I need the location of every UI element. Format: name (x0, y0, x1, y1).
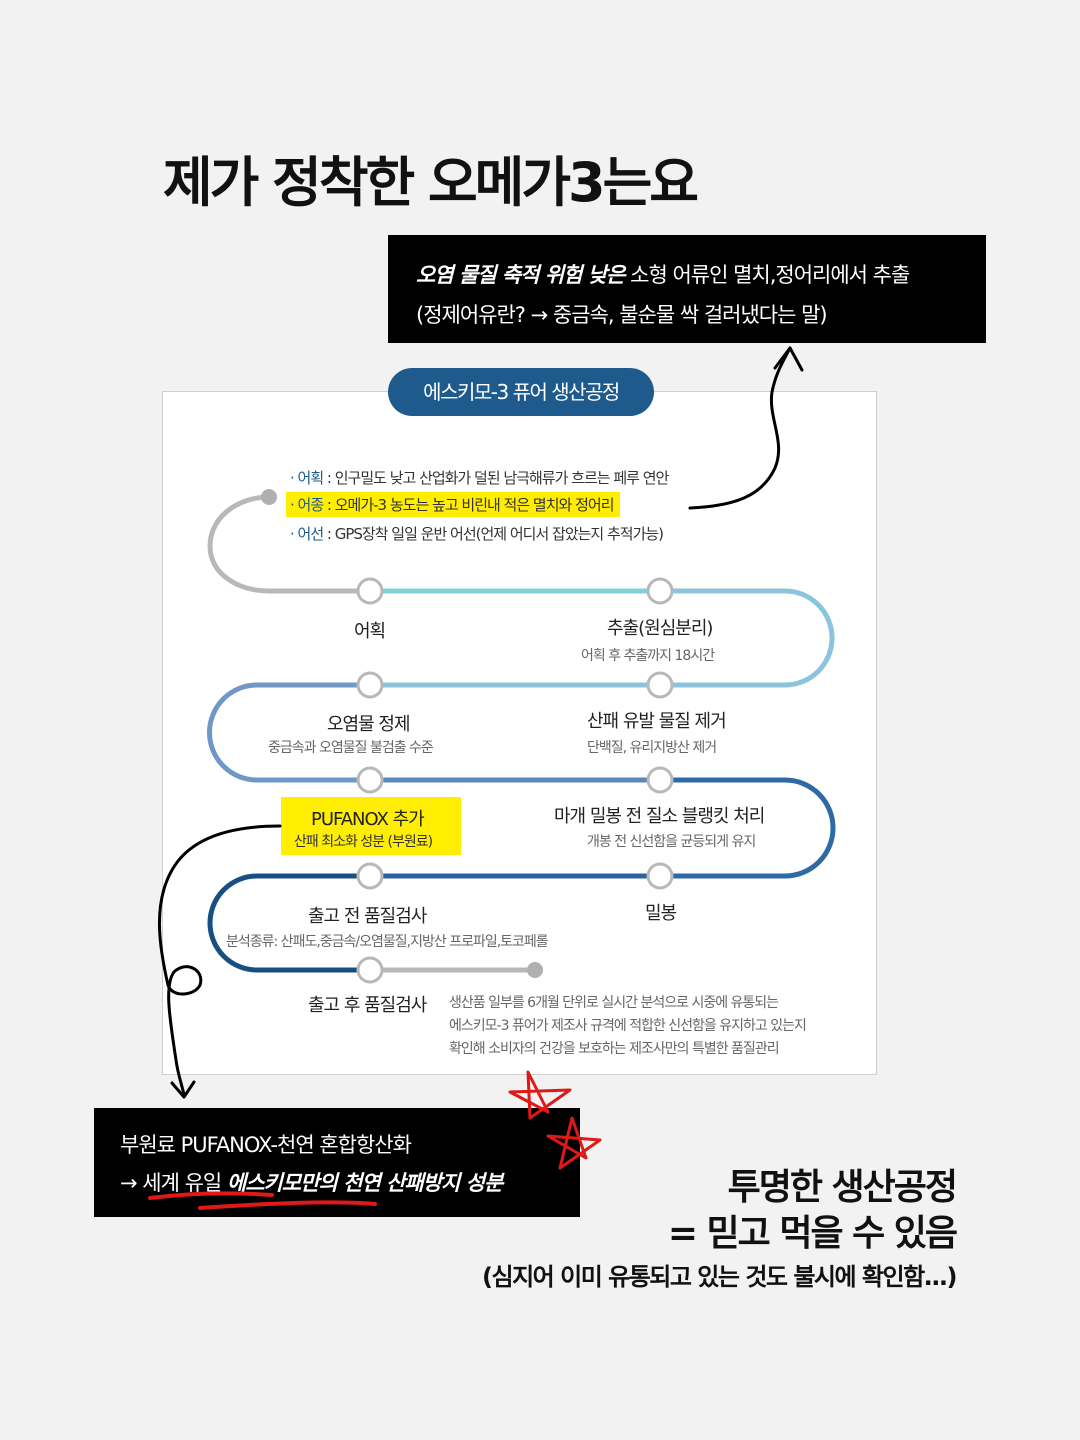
top-callout-line2: (정제어유란? → 중금속, 불순물 싹 걸러냈다는 말) (416, 303, 828, 327)
top-callout-line1: 오염 물질 축적 위험 낮은 소형 어류인 멸치,정어리에서 추출 (416, 255, 986, 295)
info-catch-key: · 어획 (290, 469, 324, 487)
step-purify-label: 오염물 정제 (327, 714, 411, 735)
top-callout-emphasis: 오염 물질 축적 위험 낮은 (416, 263, 625, 287)
pufanox-highlight (281, 797, 461, 855)
step-nitrogen-sub: 개봉 전 신선함을 균등되게 유지 (587, 834, 756, 850)
bottom-callout-line1: 부원료 PUFANOX-천연 혼합항산화 (120, 1133, 412, 1157)
top-callout-rest: 소형 어류인 멸치,정어리에서 추출 (624, 263, 910, 287)
post-qc-desc-line2: 에스키모-3 퓨어가 제조사 규격에 적합한 신선함을 유지하고 있는지 (449, 1018, 807, 1034)
top-callout-box: 오염 물질 축적 위험 낮은 소형 어류인 멸치,정어리에서 추출 (정제어유란… (388, 235, 986, 343)
track-right-curve-2 (660, 777, 836, 879)
bottom-callout-prefix: → 세계 유일 (120, 1171, 227, 1195)
info-catch: · 어획 : 인구밀도 낮고 산업화가 덜된 남극해류가 흐르는 페루 연안 (290, 467, 669, 488)
post-qc-desc-line3: 확인해 소비자의 건강을 보호하는 제조사만의 특별한 품질관리 (449, 1041, 780, 1057)
conclusion-line2: = 믿고 먹을 수 있음 (667, 1213, 958, 1254)
process-title-pill: 에스키모-3 퓨어 생산공정 (388, 368, 654, 416)
step-pufanox-sub: 산패 최소화 성분 (부원료) (294, 834, 433, 850)
page-title: 제가 정착한 오메가3는요 (163, 151, 699, 214)
conclusion-note: 투명한 생산공정 = 믿고 먹을 수 있음 (심지어 이미 유통되고 있는 것도… (482, 1165, 958, 1297)
node-catch (356, 577, 384, 605)
node-purify (356, 671, 384, 699)
track-left-curve-1 (207, 682, 370, 783)
info-vessel-key: · 어선 (290, 525, 324, 543)
bottom-callout-emphasis: 에스키모만의 천연 산패방지 성분 (226, 1171, 503, 1195)
info-vessel-text: : GPS장착 일일 운반 어선(언제 어디서 잡았는지 추적가능) (323, 525, 664, 543)
step-post-qc-desc: 생산품 일부를 6개월 단위로 실시간 분석으로 시중에 유통되는 에스키모-3… (449, 992, 807, 1061)
node-pufanox (356, 766, 384, 794)
info-species: · 어종 : 오메가-3 농도는 높고 비린내 적은 멸치와 정어리 (286, 492, 620, 517)
step-seal-label: 밀봉 (645, 903, 677, 924)
node-nitrogen (646, 766, 674, 794)
node-rancid (646, 671, 674, 699)
conclusion-line1: 투명한 생산공정 (727, 1167, 958, 1208)
track-end-dot (527, 962, 543, 978)
node-seal (646, 862, 674, 890)
bottom-callout-box: 부원료 PUFANOX-천연 혼합항산화 → 세계 유일 에스키모만의 천연 산… (94, 1108, 580, 1217)
step-pre-qc-sub: 분석종류: 산패도,중금속/오염물질,지방산 프로파일,토코페롤 (226, 934, 549, 950)
step-extract-label: 추출(원심분리) (607, 618, 713, 639)
node-extract (646, 577, 674, 605)
info-species-key: · 어종 (290, 496, 324, 514)
step-catch-label: 어획 (354, 621, 386, 642)
step-nitrogen-label: 마개 밀봉 전 질소 블랭킷 처리 (554, 806, 765, 827)
conclusion-line3: (심지어 이미 유통되고 있는 것도 불시에 확인함...) (482, 1263, 957, 1291)
bottom-callout-line2: → 세계 유일 에스키모만의 천연 산패방지 성분 (120, 1164, 580, 1202)
track-start-arc (207, 494, 370, 594)
post-qc-desc-line1: 생산품 일부를 6개월 단위로 실시간 분석으로 시중에 유통되는 (449, 995, 779, 1011)
node-pre-qc (356, 862, 384, 890)
step-rancid-sub: 단백질, 유리지방산 제거 (587, 740, 717, 756)
step-extract-sub: 어획 후 추출까지 18시간 (581, 648, 715, 664)
track-right-curve-1 (660, 588, 835, 688)
node-post-qc (356, 956, 384, 984)
info-species-text: : 오메가-3 농도는 높고 비린내 적은 멸치와 정어리 (323, 496, 615, 514)
info-vessel: · 어선 : GPS장착 일일 운반 어선(언제 어디서 잡았는지 추적가능) (290, 523, 664, 544)
step-pufanox-label: PUFANOX 추가 (311, 809, 425, 830)
step-pre-qc-label: 출고 전 품질검사 (308, 906, 427, 927)
track-start-dot (261, 489, 277, 505)
info-catch-text: : 인구밀도 낮고 산업화가 덜된 남극해류가 흐르는 페루 연안 (323, 469, 669, 487)
step-rancid-label: 산패 유발 물질 제거 (587, 711, 727, 732)
step-post-qc-label: 출고 후 품질검사 (308, 995, 427, 1016)
step-purify-sub: 중금속과 오염물질 불검출 수준 (268, 740, 434, 756)
